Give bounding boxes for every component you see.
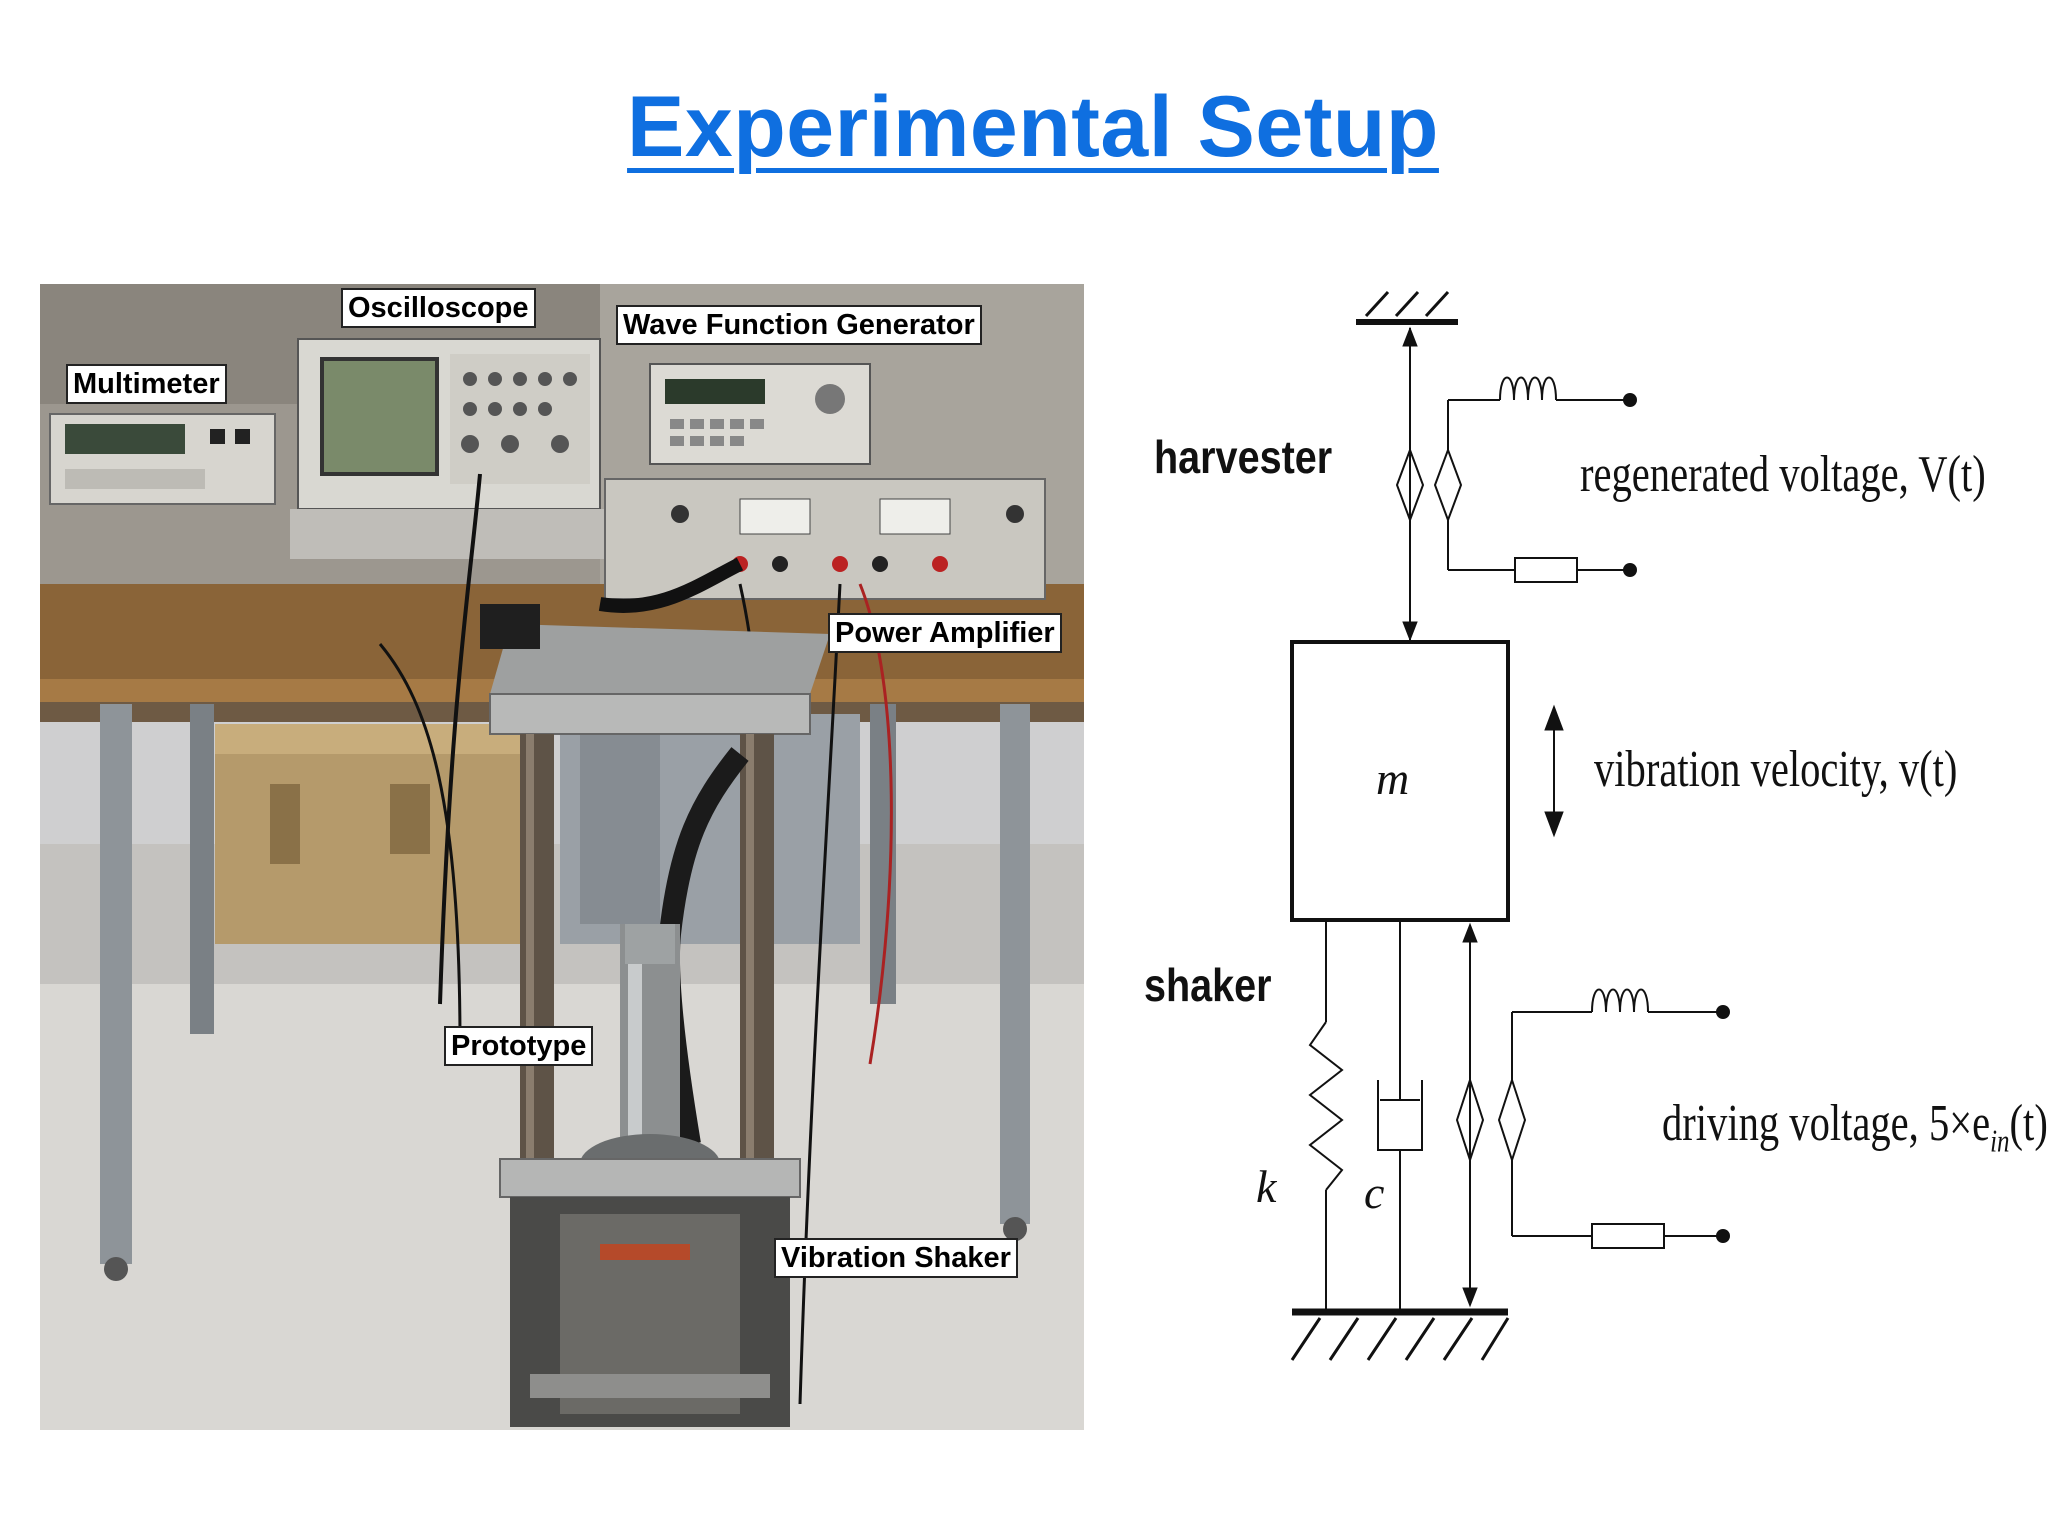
driving-voltage-text: driving voltage, 5×e [1662, 1095, 1991, 1152]
driving-voltage-label: driving voltage, 5×ein(t) [1662, 1094, 2048, 1159]
driving-voltage-suffix: (t) [2009, 1095, 2048, 1152]
mass-symbol: m [1376, 753, 1410, 804]
harvester-diamond [1433, 447, 1463, 523]
vibration-velocity-label: vibration velocity, v(t) [1594, 741, 1958, 798]
damper-symbol: c [1364, 1167, 1385, 1218]
label-power-amplifier: Power Amplifier [828, 613, 1062, 653]
driving-voltage-subscript: in [1990, 1122, 2010, 1159]
label-oscilloscope: Oscilloscope [341, 288, 536, 328]
terminal-dot [1716, 1229, 1730, 1243]
terminal-dot [1623, 563, 1637, 577]
shaker-diamond [1497, 1076, 1527, 1164]
label-prototype: Prototype [444, 1026, 594, 1066]
label-multimeter: Multimeter [66, 364, 227, 404]
regenerated-voltage-label: regenerated voltage, V(t) [1580, 446, 1986, 503]
schematic-lines [1290, 290, 1730, 1361]
schematic-diagram: harvester shaker regenerated voltage, V(… [1120, 270, 2048, 1400]
page-title: Experimental Setup [627, 79, 1439, 175]
spring [1308, 1021, 1344, 1191]
terminal-dot [1623, 393, 1637, 407]
label-wave-function-generator: Wave Function Generator [616, 305, 982, 345]
harvester-label: harvester [1154, 431, 1333, 483]
spring-symbol: k [1256, 1161, 1277, 1212]
shaker-label: shaker [1144, 959, 1272, 1011]
setup-photo: Oscilloscope Wave Function Generator Mul… [40, 284, 1084, 1430]
terminal-dot [1716, 1005, 1730, 1019]
label-vibration-shaker: Vibration Shaker [774, 1238, 1018, 1278]
